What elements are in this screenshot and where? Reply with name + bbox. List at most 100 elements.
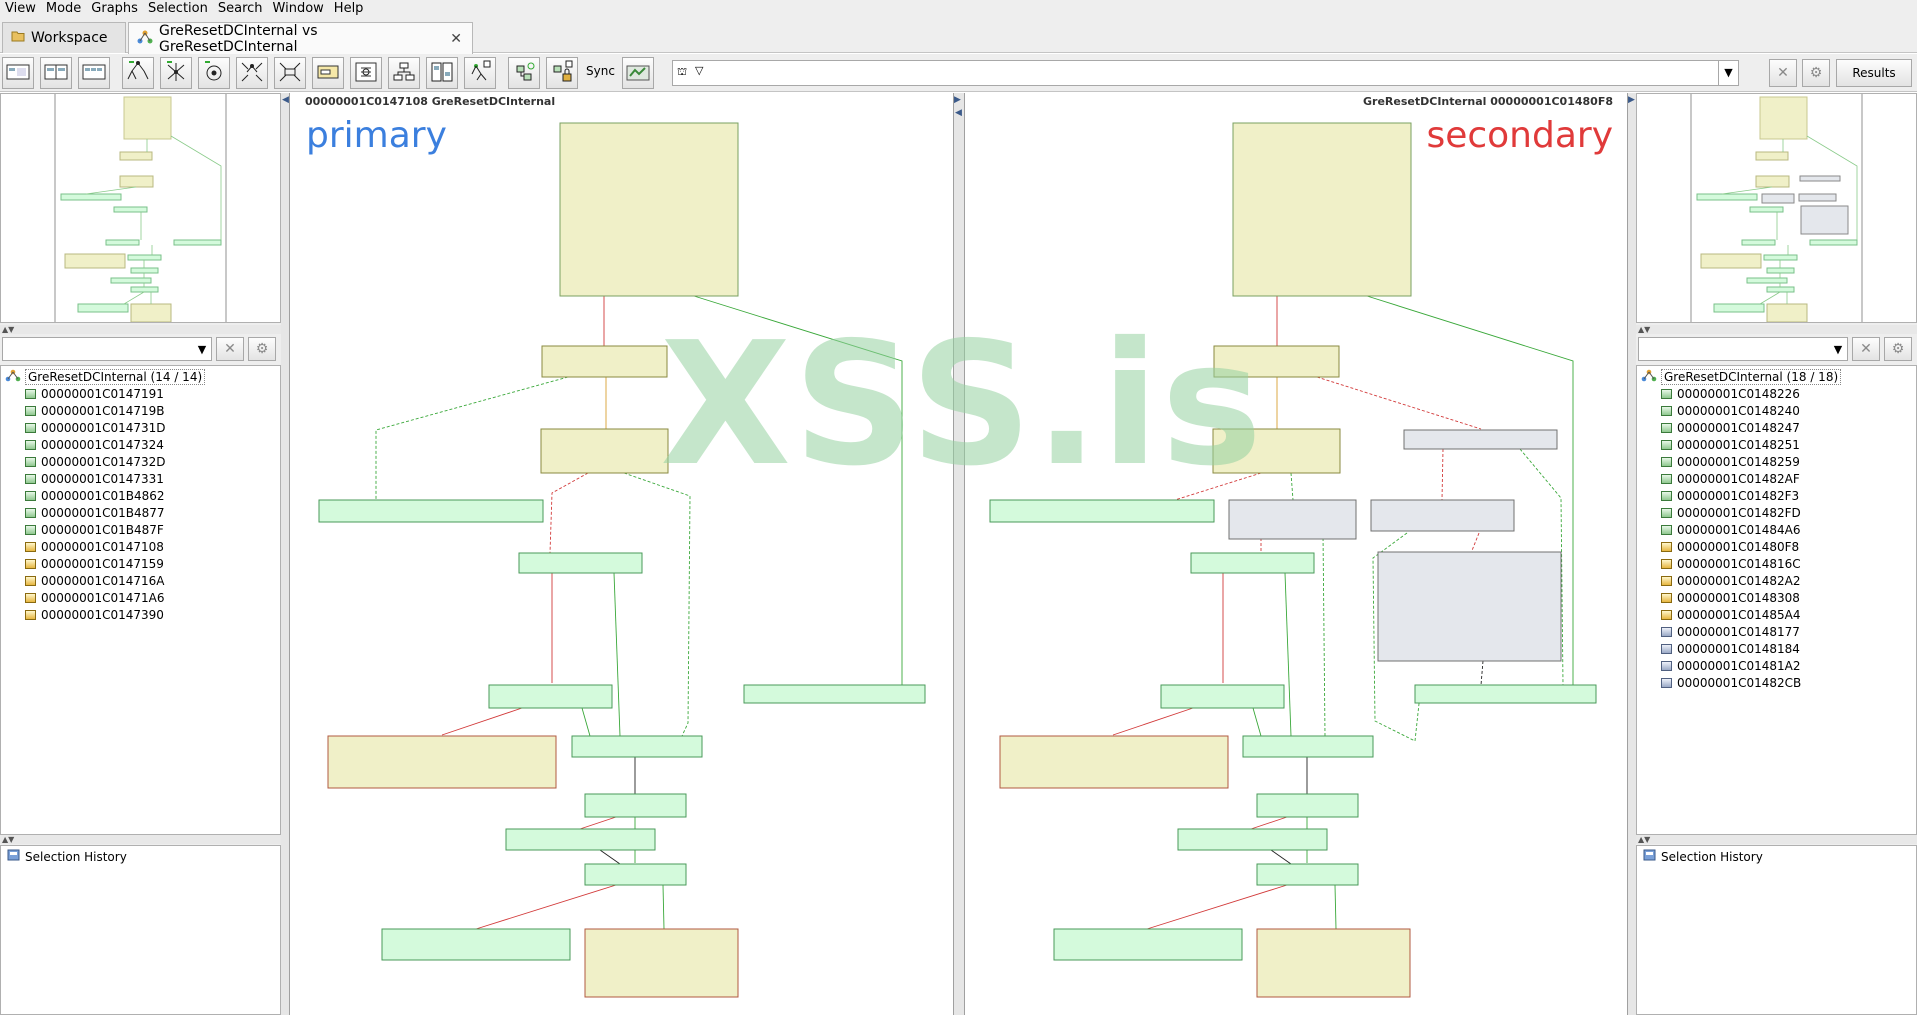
right-filter-settings-button[interactable]: ⚙ xyxy=(1884,337,1912,361)
tree-item[interactable]: 00000001C0147108 xyxy=(5,538,276,555)
graph-node[interactable] xyxy=(989,499,1215,523)
graph-node[interactable] xyxy=(1190,552,1315,574)
tree-item[interactable]: 00000001C014732D xyxy=(5,453,276,470)
tree-item[interactable]: 00000001C0148247 xyxy=(1641,419,1912,436)
tab-diff[interactable]: GreResetDCInternal vs GreResetDCInternal… xyxy=(128,22,473,55)
graph-node[interactable] xyxy=(381,928,571,961)
splitter-handle[interactable]: ▲▼ xyxy=(1636,325,1917,334)
tree-item[interactable]: 00000001C01482FD xyxy=(1641,504,1912,521)
expand-right-icon[interactable]: ▶ xyxy=(1628,95,1635,105)
graph-node[interactable] xyxy=(1370,499,1515,532)
sync-button[interactable] xyxy=(622,57,654,89)
zoom-to-fit-button[interactable] xyxy=(236,57,268,89)
expand-secondary-icon[interactable]: ◀ xyxy=(955,108,962,118)
tree-item[interactable]: 00000001C0148251 xyxy=(1641,436,1912,453)
tree-item[interactable]: 00000001C0147191 xyxy=(5,385,276,402)
expand-left-icon[interactable]: ◀ xyxy=(282,95,289,105)
graph-node[interactable] xyxy=(1213,345,1340,378)
tab-workspace[interactable]: Workspace xyxy=(2,22,126,53)
tree-item[interactable]: 00000001C01482CB xyxy=(1641,674,1912,691)
tree-item[interactable]: 00000001C0148184 xyxy=(1641,640,1912,657)
right-filter-clear-button[interactable]: ✕ xyxy=(1852,337,1880,361)
tree-item[interactable]: 00000001C0148226 xyxy=(1641,385,1912,402)
graph-node[interactable] xyxy=(1228,499,1357,540)
results-button[interactable]: Results xyxy=(1836,59,1912,87)
graph-node[interactable] xyxy=(488,684,613,709)
splitter-handle[interactable]: ▲▼ xyxy=(1636,835,1917,844)
graph-node[interactable] xyxy=(584,793,687,818)
view-single-button[interactable] xyxy=(2,57,34,89)
search-combo[interactable]: ⛫ ▽ ▼ xyxy=(672,60,1739,86)
hierarchic-layout-button[interactable] xyxy=(122,57,154,89)
menu-graphs[interactable]: Graphs xyxy=(91,0,138,16)
right-pane-divider[interactable] xyxy=(1628,93,1636,1015)
graph-node[interactable] xyxy=(1256,928,1411,998)
search-settings-button[interactable]: ⚙ xyxy=(1802,59,1830,87)
tree-item[interactable]: 00000001C01471A6 xyxy=(5,589,276,606)
tree-item[interactable]: 00000001C0148240 xyxy=(1641,402,1912,419)
tree-root[interactable]: GreResetDCInternal (18 / 18) xyxy=(1641,369,1912,385)
menu-selection[interactable]: Selection xyxy=(147,0,208,16)
tree-item[interactable]: 00000001C0148308 xyxy=(1641,589,1912,606)
graph-node[interactable] xyxy=(1212,428,1341,474)
graph-node[interactable] xyxy=(743,684,926,704)
secondary-graph-pane[interactable]: GreResetDCInternal 00000001C01480F8 seco… xyxy=(964,93,1628,1015)
history-root[interactable]: Selection History xyxy=(1643,849,1910,864)
primary-overview[interactable] xyxy=(0,93,281,323)
tree-item[interactable]: 00000001C01B4877 xyxy=(5,504,276,521)
graph-node[interactable] xyxy=(584,928,739,998)
graph-node[interactable] xyxy=(1160,684,1285,709)
left-filter-settings-button[interactable]: ⚙ xyxy=(248,337,276,361)
tree-item[interactable]: 00000001C0148177 xyxy=(1641,623,1912,640)
chevron-down-icon[interactable]: ▼ xyxy=(1718,61,1738,85)
tree-item[interactable]: 00000001C0147159 xyxy=(5,555,276,572)
select-graph-button[interactable] xyxy=(464,57,496,89)
graph-node[interactable] xyxy=(540,428,669,474)
combo-dropdown-icon[interactable]: ▽ xyxy=(695,64,704,77)
center-pane-divider[interactable] xyxy=(954,93,964,1015)
tree-item[interactable]: 00000001C01484A6 xyxy=(1641,521,1912,538)
tree-item[interactable]: 00000001C01480F8 xyxy=(1641,538,1912,555)
left-filter-clear-button[interactable]: ✕ xyxy=(216,337,244,361)
tree-item[interactable]: 00000001C014719B xyxy=(5,402,276,419)
graph-node[interactable] xyxy=(1177,828,1328,851)
tree-item[interactable]: 00000001C0147324 xyxy=(5,436,276,453)
tree-item[interactable]: 00000001C0148259 xyxy=(1641,453,1912,470)
tree-item[interactable]: 00000001C01482F3 xyxy=(1641,487,1912,504)
close-icon[interactable]: ✕ xyxy=(450,30,462,47)
tree-item[interactable]: 00000001C01B487F xyxy=(5,521,276,538)
graph-node[interactable] xyxy=(584,863,687,886)
menu-mode[interactable]: Mode xyxy=(45,0,82,16)
circular-layout-button[interactable] xyxy=(198,57,230,89)
graph-node[interactable] xyxy=(1403,429,1558,450)
magnify-button[interactable] xyxy=(312,57,344,89)
selection-tools-button[interactable] xyxy=(508,57,540,89)
split-view-button[interactable] xyxy=(426,57,458,89)
tree-item[interactable]: 00000001C01482AF xyxy=(1641,470,1912,487)
chevron-down-icon[interactable]: ▼ xyxy=(1833,343,1843,356)
tree-item[interactable]: 00000001C01481A2 xyxy=(1641,657,1912,674)
chevron-down-icon[interactable]: ▼ xyxy=(197,343,207,356)
graph-node[interactable] xyxy=(518,552,643,574)
graph-node[interactable] xyxy=(1053,928,1243,961)
graph-node[interactable] xyxy=(1242,735,1374,758)
graph-node[interactable] xyxy=(1414,684,1597,704)
graph-node[interactable] xyxy=(999,735,1229,789)
history-root[interactable]: Selection History xyxy=(7,849,274,864)
menu-view[interactable]: View xyxy=(5,0,36,16)
graph-node[interactable] xyxy=(1377,551,1562,662)
left-filter-input[interactable]: ▼ xyxy=(2,337,212,361)
graph-node[interactable] xyxy=(559,122,739,297)
organic-layout-button[interactable] xyxy=(160,57,192,89)
graph-node[interactable] xyxy=(541,345,668,378)
tree-item[interactable]: 00000001C01482A2 xyxy=(1641,572,1912,589)
graph-node[interactable] xyxy=(1256,793,1359,818)
splitter-handle[interactable]: ▲▼ xyxy=(0,325,281,334)
tree-view-button[interactable] xyxy=(388,57,420,89)
graph-node[interactable] xyxy=(318,499,544,523)
secondary-overview[interactable] xyxy=(1636,93,1917,323)
zoom-selection-button[interactable] xyxy=(274,57,306,89)
tree-item[interactable]: 00000001C01B4862 xyxy=(5,487,276,504)
primary-graph-pane[interactable]: 00000001C0147108 GreResetDCInternal prim… xyxy=(289,93,954,1015)
menu-window[interactable]: Window xyxy=(272,0,324,16)
